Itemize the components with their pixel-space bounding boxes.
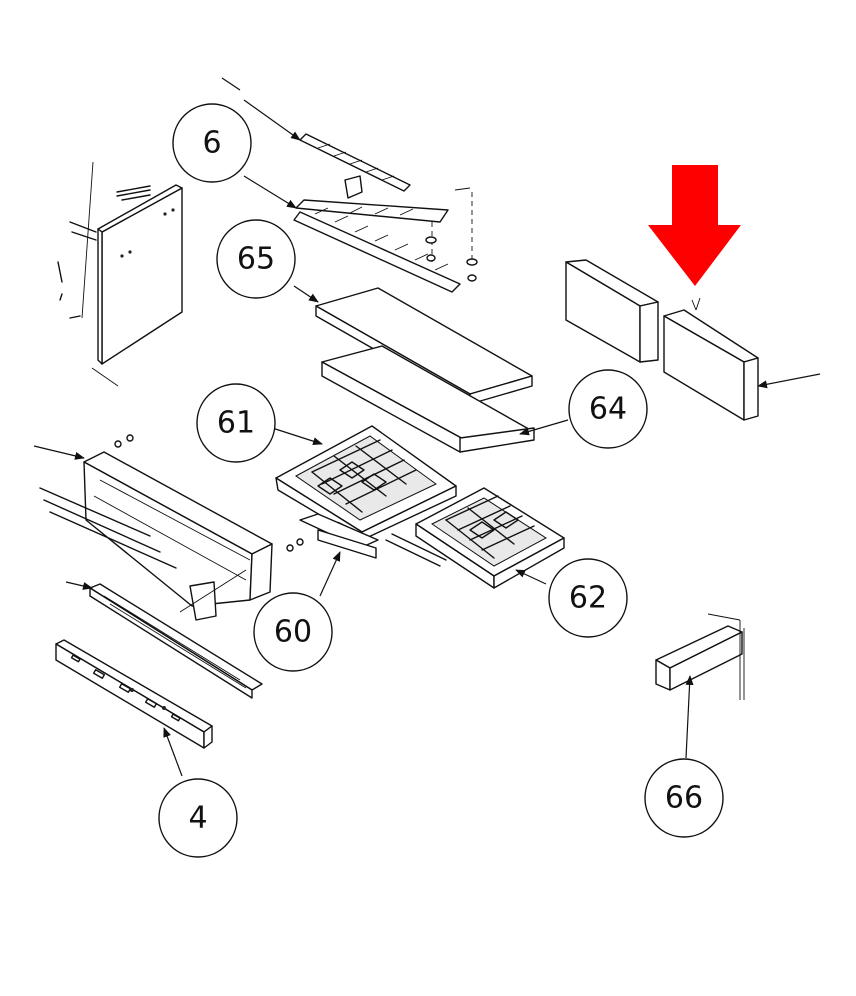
callout-6: 6 [172, 103, 252, 183]
callout-label-6: 6 [202, 126, 221, 161]
callout-4: 4 [158, 778, 238, 858]
callout-label-4: 4 [188, 801, 207, 836]
side-panel-part [57, 161, 183, 387]
callout-label-66: 66 [665, 781, 703, 816]
rail-part-4 [55, 639, 213, 749]
callout-60: 60 [253, 592, 333, 672]
callout-label-64: 64 [589, 392, 627, 427]
callout-label-62: 62 [569, 581, 607, 616]
board-part-64 [321, 345, 535, 453]
highlight-arrow-icon [648, 165, 741, 286]
front-housing-part [39, 434, 304, 621]
callout-label-61: 61 [217, 406, 255, 441]
grate-part-62 [385, 487, 565, 589]
leader-lines [33, 77, 821, 777]
callout-61: 61 [196, 383, 276, 463]
callout-62: 62 [548, 558, 628, 638]
callout-label-65: 65 [237, 242, 275, 277]
callout-64: 64 [568, 369, 648, 449]
block-part-66 [655, 613, 745, 700]
clip-part-60 [299, 513, 379, 559]
brick-parts-right [565, 259, 759, 421]
bracket-part-6 [293, 133, 478, 293]
callout-65: 65 [216, 219, 296, 299]
callout-label-60: 60 [274, 615, 312, 650]
rail-part [89, 583, 263, 699]
callout-66: 66 [644, 758, 724, 838]
